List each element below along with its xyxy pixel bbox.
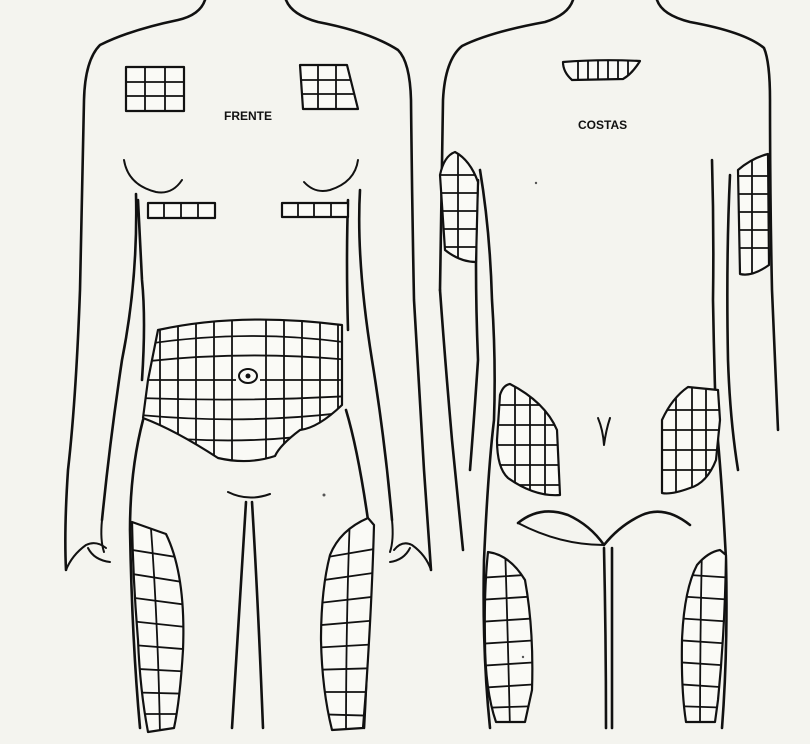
- zone-front-rib-left: [148, 200, 215, 222]
- paper-speck: [323, 494, 326, 497]
- paper-speck: [535, 182, 537, 184]
- label-back: COSTAS: [578, 118, 627, 132]
- paper-speck: [522, 656, 524, 658]
- label-front: FRENTE: [224, 109, 272, 123]
- front-torso-right: [347, 200, 348, 330]
- zone-front-chest-left: [120, 60, 190, 120]
- zone-front-rib-right: [282, 200, 348, 220]
